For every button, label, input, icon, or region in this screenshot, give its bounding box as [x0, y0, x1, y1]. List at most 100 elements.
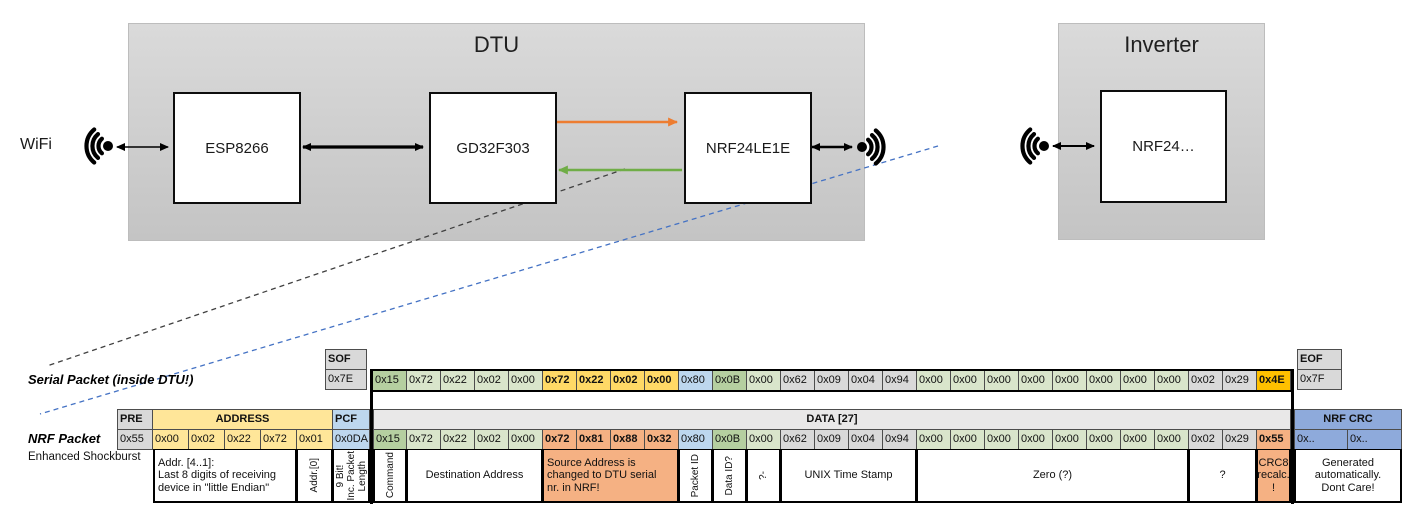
nrf-byte-cell: 0x32: [645, 429, 679, 450]
nrf-byte-cell: 0x81: [577, 429, 611, 450]
nrf-byte-cell: 0x..: [1294, 429, 1348, 450]
serial-byte-cell: 0x00: [1121, 371, 1155, 390]
serial-byte-cell: 0x02: [611, 371, 645, 390]
serial-byte-cell: 0x22: [441, 371, 475, 390]
annotation-cell: Destination Address: [407, 449, 543, 503]
rotated-annotation-text: Addr.[0]: [309, 458, 320, 493]
pre-header-cell: PRE: [117, 409, 153, 430]
rotated-annotation-text: Packet ID: [690, 453, 701, 498]
gd32f303-label: GD32F303: [456, 139, 530, 157]
wifi-label: WiFi: [20, 136, 52, 153]
nrf-byte-cell: 0x00: [509, 429, 543, 450]
serial-byte-cell: 0x80: [679, 371, 713, 390]
nrf-byte-cell: 0x00: [951, 429, 985, 450]
rotated-annotation-text: ?-: [758, 471, 769, 480]
nrf-byte-cell: 0x88: [611, 429, 645, 450]
nrf-byte-cell: 0x00: [1053, 429, 1087, 450]
left-connector-line: [370, 369, 373, 504]
serial-byte-cell: 0x09: [815, 371, 849, 390]
inverter-title: Inverter: [1124, 32, 1199, 57]
nrf-byte-cell: 0x29: [1223, 429, 1257, 450]
inverter-antenna-icon: [1020, 127, 1049, 165]
dtu-title: DTU: [473, 32, 520, 57]
data-header-cell: DATA [27]: [373, 409, 1291, 430]
serial-byte-cell: 0x00: [747, 371, 781, 390]
serial-byte-cell: 0x15: [373, 371, 407, 390]
annotation-cell: ?: [1189, 449, 1257, 503]
nrf-packet-label: NRF Packet: [28, 431, 101, 446]
serial-byte-cell: 0x72: [407, 371, 441, 390]
nrf-byte-cell: 0x00: [1121, 429, 1155, 450]
serial-byte-cell: 0x00: [1155, 371, 1189, 390]
serial-byte-cell: 0x00: [917, 371, 951, 390]
inverter-nrf24-box: NRF24…: [1100, 90, 1227, 203]
gd32f303-box: GD32F303: [429, 92, 557, 204]
nrf-byte-cell: 0x72: [543, 429, 577, 450]
nrf-byte-cell: 0x72: [407, 429, 441, 450]
crc-header-cell: NRF CRC: [1294, 409, 1402, 430]
enhanced-shockburst-label: Enhanced Shockburst: [28, 451, 141, 463]
nrf-byte-cell: 0x04: [849, 429, 883, 450]
nrf-byte-cell: 0x80: [679, 429, 713, 450]
nrf-byte-cell: 0x15: [373, 429, 407, 450]
annotation-cell: Zero (?): [917, 449, 1189, 503]
nrf-byte-cell: 0x00: [153, 429, 189, 450]
serial-byte-cell: 0x72: [543, 371, 577, 390]
esp8266-box: ESP8266: [173, 92, 301, 204]
serial-byte-cell: 0x00: [1019, 371, 1053, 390]
nrf-byte-cell: 0x0B: [713, 429, 747, 450]
annotation-cell: Generated automatically. Dont Care!: [1294, 449, 1402, 503]
serial-byte-cell: 0x00: [951, 371, 985, 390]
nrf-byte-cell: 0x09: [815, 429, 849, 450]
nrf-byte-cell: 0x00: [1019, 429, 1053, 450]
serial-byte-cell: 0x0B: [713, 371, 747, 390]
nrf-byte-cell: 0x00: [1155, 429, 1189, 450]
annotation-cell: Source Address is changed to DTU serial …: [543, 449, 679, 503]
serial-byte-cell: 0x02: [475, 371, 509, 390]
esp8266-label: ESP8266: [205, 139, 269, 157]
annotation-cell: Addr. [4..1]: Last 8 digits of receiving…: [153, 449, 297, 503]
rotated-annotation-text: Data ID?: [724, 455, 735, 496]
serial-byte-cell: 0x94: [883, 371, 917, 390]
nrf-byte-cell: 0x00: [1087, 429, 1121, 450]
nrf-byte-cell: 0x01: [297, 429, 333, 450]
serial-byte-cell: 0x62: [781, 371, 815, 390]
nrf-byte-cell: 0x22: [441, 429, 475, 450]
nrf-byte-cell: 0x72: [261, 429, 297, 450]
nrf-byte-cell: 0x94: [883, 429, 917, 450]
rotated-annotation-text: Command: [384, 452, 396, 499]
nrf-header-row: PRE ADDRESS PCF DATA [27] NRF CRC: [117, 409, 1402, 430]
inverter-nrf24-label: NRF24…: [1132, 138, 1195, 155]
dtu-antenna-icon: [857, 128, 886, 166]
nrf-byte-cell: 0x02: [189, 429, 225, 450]
sof-byte-cell: 0x7E: [325, 369, 367, 390]
nrf24le1e-box: NRF24LE1E: [684, 92, 812, 204]
annotation-cell: 9 Bit! Inc. Packet Length: [333, 449, 370, 503]
pcf-header-cell: PCF: [333, 409, 370, 430]
annotation-cell: ?-: [747, 449, 781, 503]
serial-byte-cell: 0x22: [577, 371, 611, 390]
serial-byte-cell: 0x00: [1053, 371, 1087, 390]
serial-byte-cell: 0x4E: [1257, 371, 1291, 390]
nrf-byte-cell: 0x00: [747, 429, 781, 450]
annotation-cell: UNIX Time Stamp: [781, 449, 917, 503]
right-connector-line: [1291, 369, 1294, 504]
nrf-byte-cell: 0x62: [781, 429, 815, 450]
serial-byte-cell: 0x04: [849, 371, 883, 390]
serial-byte-cell: 0x00: [1087, 371, 1121, 390]
serial-byte-cell: 0x00: [645, 371, 679, 390]
nrf-annotation-row: Addr. [4..1]: Last 8 digits of receiving…: [153, 449, 1402, 503]
nrf-byte-cell: 0x22: [225, 429, 261, 450]
sof-header-cell: SOF: [325, 349, 367, 370]
serial-byte-cell: 0x29: [1223, 371, 1257, 390]
nrf-byte-cell: 0x0DA: [333, 429, 370, 450]
eof-header-cell: EOF: [1297, 349, 1342, 370]
nrf24le1e-label: NRF24LE1E: [705, 139, 791, 157]
serial-packet-label: Serial Packet (inside DTU!): [28, 372, 194, 387]
nrf-byte-cell: 0x02: [1189, 429, 1223, 450]
address-header-cell: ADDRESS: [153, 409, 333, 430]
